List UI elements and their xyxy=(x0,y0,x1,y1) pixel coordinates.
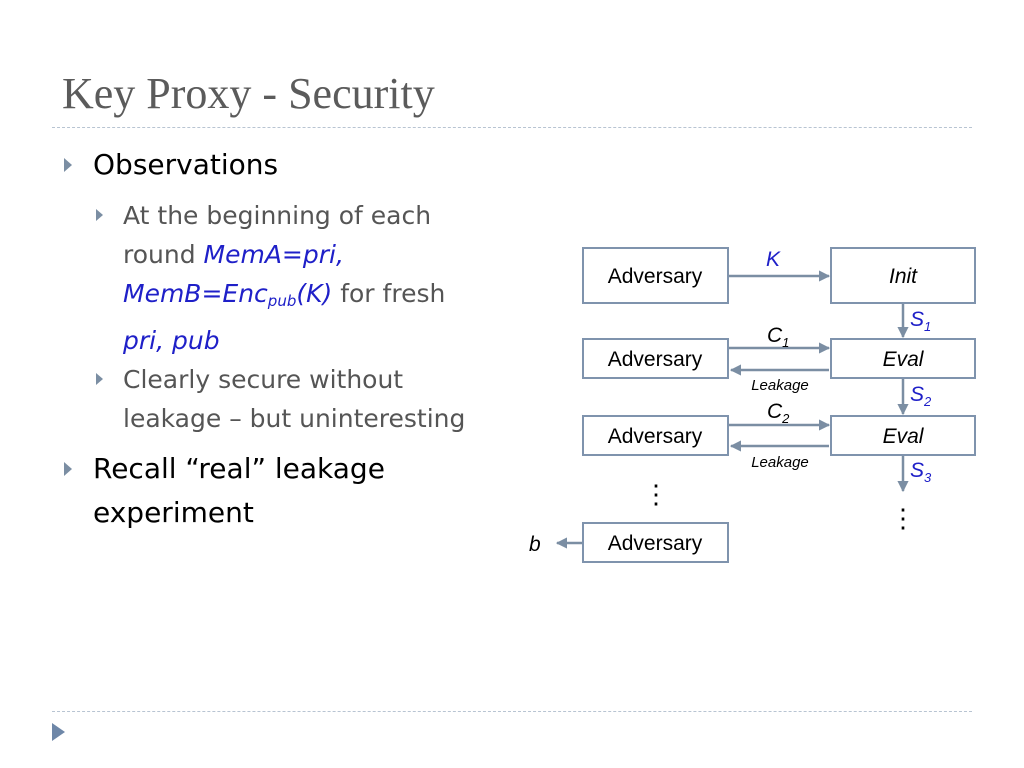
leakage-label-2: Leakage xyxy=(751,454,809,471)
eval-box-1: Eval xyxy=(830,338,976,379)
bullet-observations: Observations xyxy=(93,148,279,181)
pri-pub-expression: pri, pub xyxy=(123,326,220,355)
s2-label: S2 xyxy=(910,383,932,409)
c1-subscript: 1 xyxy=(782,335,789,350)
sub-bullet-arrow-icon xyxy=(96,209,103,221)
s-base: S xyxy=(910,459,924,482)
adversary-label: Adversary xyxy=(608,425,703,448)
memb-expression: MemB=Encpub(K) xyxy=(123,279,333,310)
sub-bullet-line-1: At the beginning of each xyxy=(123,201,432,230)
sub-bullet-line-2: leakage – but uninteresting xyxy=(123,404,466,433)
round-text: round xyxy=(123,240,204,269)
pub-subscript: pub xyxy=(267,292,297,310)
bullet-arrow-icon xyxy=(64,158,72,172)
sub-bullet-line-4: pri, pub xyxy=(123,321,445,360)
next-slide-arrow-icon[interactable] xyxy=(52,723,65,741)
k-label: K xyxy=(766,248,781,271)
adversary-label: Adversary xyxy=(608,348,703,371)
c-base: C xyxy=(767,324,783,347)
recall-line-1: Recall “real” leakage xyxy=(93,452,385,485)
sub-bullet-round-start: At the beginning of each round MemA=pri,… xyxy=(123,196,445,360)
memb-k: (K) xyxy=(296,279,333,308)
sub-bullet-arrow-icon xyxy=(96,373,103,385)
c-base: C xyxy=(767,400,783,423)
title-divider xyxy=(52,127,972,128)
sub-bullet-line-2: round MemA=pri, xyxy=(123,235,445,274)
c1-label: C1 xyxy=(767,324,789,350)
sub-bullet-line-3: MemB=Encpub(K) for fresh xyxy=(123,274,445,321)
s1-subscript: 1 xyxy=(924,319,931,334)
s-base: S xyxy=(910,308,924,331)
recall-line-2: experiment xyxy=(93,496,254,529)
eval-label: Eval xyxy=(883,348,925,371)
s2-subscript: 2 xyxy=(923,394,932,409)
leakage-label-1: Leakage xyxy=(751,377,809,394)
adversary-label: Adversary xyxy=(608,265,703,288)
s3-label: S3 xyxy=(910,459,932,485)
adversary-box-1: Adversary xyxy=(582,247,729,304)
c2-label: C2 xyxy=(767,400,790,426)
s1-label: S1 xyxy=(910,308,931,334)
s-base: S xyxy=(910,383,924,406)
sub-bullet-clearly-secure: Clearly secure without leakage – but uni… xyxy=(123,360,465,438)
vertical-dots-right: ⋮ xyxy=(890,503,916,533)
footer-divider xyxy=(52,711,972,712)
c2-subscript: 2 xyxy=(781,411,790,426)
init-box: Init xyxy=(830,247,976,304)
bullet-recall: Recall “real” leakage experiment xyxy=(93,447,385,535)
init-label: Init xyxy=(889,265,918,288)
sub-bullet-line-1: Clearly secure without xyxy=(123,365,404,394)
eval-box-2: Eval xyxy=(830,415,976,456)
adversary-label: Adversary xyxy=(608,532,703,555)
vertical-dots-left: ⋮ xyxy=(643,479,669,509)
adversary-box-2: Adversary xyxy=(582,338,729,379)
eval-label: Eval xyxy=(883,425,925,448)
for-fresh-text: for fresh xyxy=(332,279,446,308)
mema-expression: MemA=pri, xyxy=(203,240,344,269)
slide-title: Key Proxy - Security xyxy=(62,69,435,118)
s3-subscript: 3 xyxy=(924,470,932,485)
bullet-arrow-icon xyxy=(64,462,72,476)
b-label: b xyxy=(529,533,541,556)
memb-enc: MemB=Enc xyxy=(123,279,268,308)
adversary-box-final: Adversary xyxy=(582,522,729,563)
adversary-box-3: Adversary xyxy=(582,415,729,456)
